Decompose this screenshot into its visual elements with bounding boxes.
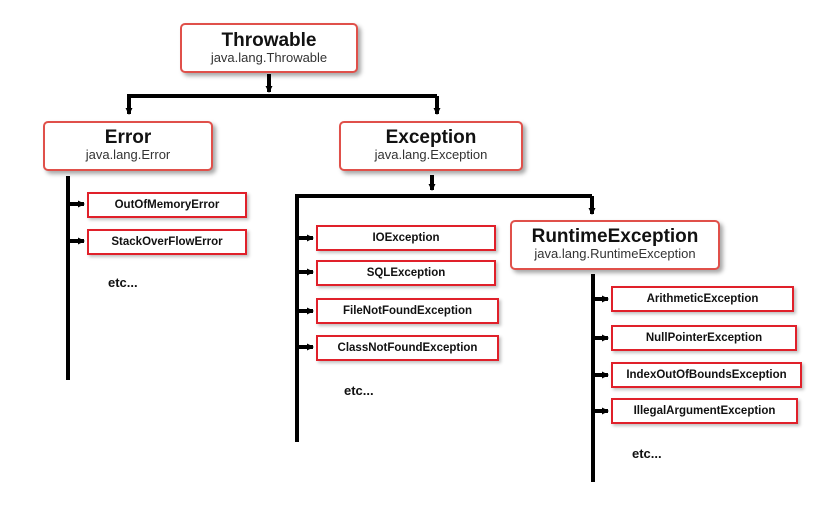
error-title: Error xyxy=(104,127,152,148)
exception-etc: etc... xyxy=(344,383,374,398)
error-child-stackoverflow: StackOverFlowError xyxy=(87,229,247,255)
runtime-exception-title: RuntimeException xyxy=(531,226,699,247)
runtime-exception-subtitle: java.lang.RuntimeException xyxy=(534,245,696,261)
error-child-outofmemory: OutOfMemoryError xyxy=(87,192,247,218)
error-etc: etc... xyxy=(108,275,138,290)
throwable-node: Throwable java.lang.Throwable xyxy=(180,23,358,73)
exception-subtitle: java.lang.Exception xyxy=(374,146,488,162)
runtime-child-arithmetic: ArithmeticException xyxy=(611,286,794,312)
runtime-child-nullpointer: NullPointerException xyxy=(611,325,797,351)
exception-child-filenotfound: FileNotFoundException xyxy=(316,298,499,324)
throwable-subtitle: java.lang.Throwable xyxy=(210,49,328,65)
exception-child-io: IOException xyxy=(316,225,496,251)
exception-child-sql: SQLException xyxy=(316,260,496,286)
exception-node: Exception java.lang.Exception xyxy=(339,121,523,171)
runtime-child-indexoutofbounds: IndexOutOfBoundsException xyxy=(611,362,802,388)
runtime-exception-node: RuntimeException java.lang.RuntimeExcept… xyxy=(510,220,720,270)
error-subtitle: java.lang.Error xyxy=(85,146,171,162)
exception-child-classnotfound: ClassNotFoundException xyxy=(316,335,499,361)
runtime-etc: etc... xyxy=(632,446,662,461)
exception-title: Exception xyxy=(385,127,477,148)
throwable-title: Throwable xyxy=(221,30,317,51)
runtime-child-illegalargument: IllegalArgumentException xyxy=(611,398,798,424)
error-node: Error java.lang.Error xyxy=(43,121,213,171)
